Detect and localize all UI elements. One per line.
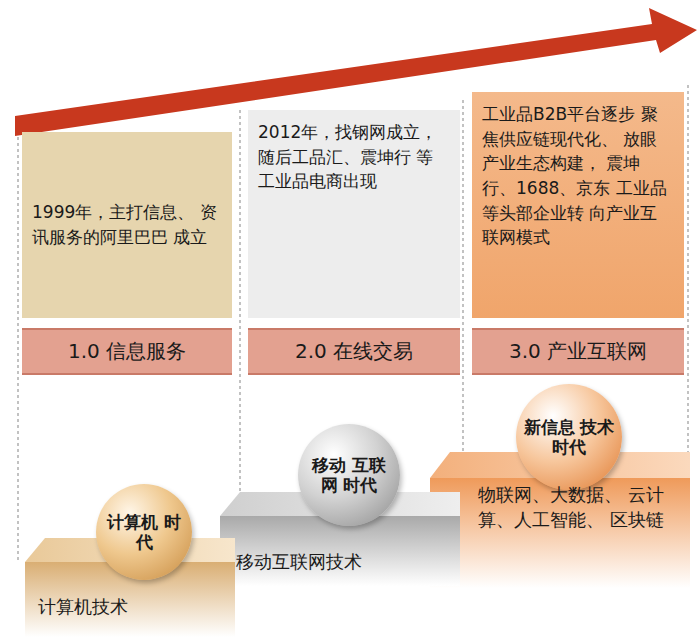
dashed-line bbox=[687, 85, 688, 455]
node-text: 计算机技术 bbox=[38, 594, 222, 619]
platform-front bbox=[430, 478, 690, 588]
node-text: 计算机 时代 bbox=[102, 512, 186, 553]
dashed-line bbox=[462, 100, 463, 455]
platform-front bbox=[220, 516, 460, 586]
era-sphere: 移动 互联网 时代 bbox=[298, 424, 400, 526]
event-box: 工业品B2B平台逐步 聚焦供应链现代化、 放眼产业生态构建， 震坤行、1688、… bbox=[472, 92, 684, 318]
node-text: 1999年，主打信息、 资讯服务的阿里巴巴 成立 bbox=[32, 200, 222, 249]
node-text: 工业品B2B平台逐步 聚焦供应链现代化、 放眼产业生态构建， 震坤行、1688、… bbox=[482, 102, 674, 250]
dashed-line bbox=[17, 125, 18, 560]
node-text: 2.0 在线交易 bbox=[295, 338, 413, 365]
event-box: 1999年，主打信息、 资讯服务的阿里巴巴 成立 bbox=[22, 132, 232, 318]
stage-band: 2.0 在线交易 bbox=[248, 328, 460, 375]
guide-lines bbox=[18, 85, 688, 560]
node-text: 移动互联网技术 bbox=[236, 549, 450, 574]
node-text: 物联网、大数据、 云计算、人工智能、 区块链 bbox=[478, 482, 676, 532]
tech-label: 计算机技术 bbox=[30, 590, 230, 635]
event-box: 2012年，找钢网成立， 随后工品汇、震坤行 等工业品电商出现 bbox=[248, 110, 460, 318]
stage-band: 3.0 产业互联网 bbox=[472, 328, 684, 375]
era-sphere: 计算机 时代 bbox=[96, 484, 192, 580]
tech-label: 物联网、大数据、 云计算、人工智能、 区块链 bbox=[470, 478, 684, 578]
dashed-line bbox=[239, 110, 240, 495]
node-text: 新信息 技术 时代 bbox=[522, 417, 616, 458]
node-text: 3.0 产业互联网 bbox=[509, 338, 647, 365]
era-sphere: 新信息 技术 时代 bbox=[516, 384, 622, 490]
node-text: 1.0 信息服务 bbox=[68, 338, 186, 365]
node-text: 2012年，找钢网成立， 随后工品汇、震坤行 等工业品电商出现 bbox=[258, 120, 450, 194]
stage-band: 1.0 信息服务 bbox=[22, 328, 232, 375]
node-text: 移动 互联网 时代 bbox=[304, 455, 394, 496]
tech-label: 移动互联网技术 bbox=[228, 545, 458, 590]
